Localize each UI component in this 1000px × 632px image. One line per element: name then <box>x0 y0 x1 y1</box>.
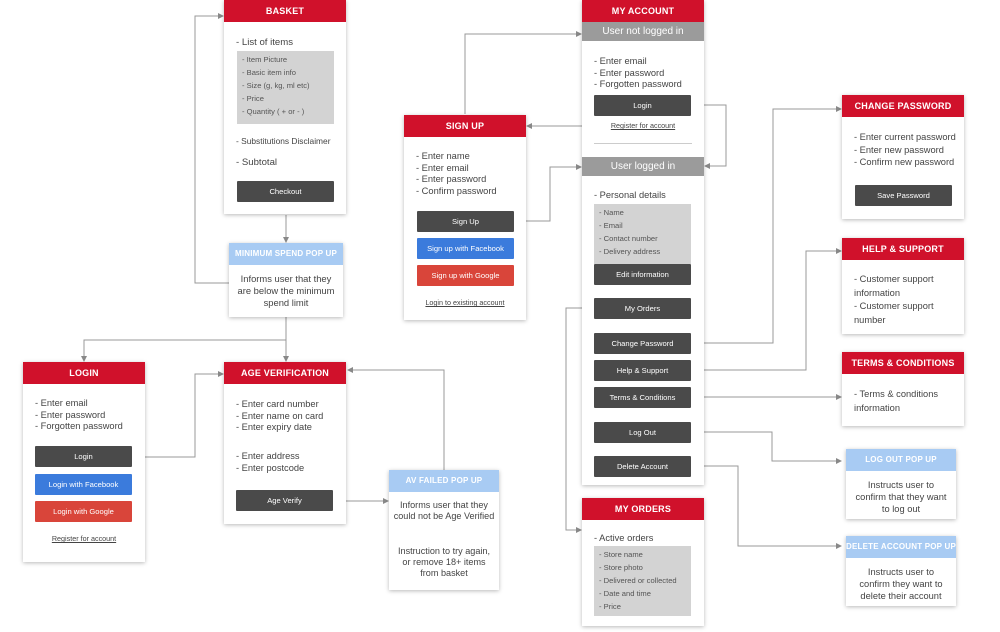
list-item: - Delivery address <box>599 247 661 256</box>
account-register-link[interactable]: Register for account <box>610 121 676 130</box>
min-spend-popup-card: MINIMUM SPEND POP UP Informs user that t… <box>229 243 343 317</box>
age-address-fields: - Enter address - Enter postcode <box>236 451 305 473</box>
login-fields: - Enter email - Enter password - Forgott… <box>35 398 123 431</box>
login-facebook-button[interactable]: Login with Facebook <box>35 474 132 495</box>
list-item: - Basic item info <box>242 68 297 77</box>
connector-delete <box>691 465 842 549</box>
delete-account-popup-title: DELETE ACCOUNT POP UP <box>846 536 956 558</box>
age-verification-card: AGE VERIFICATION - Enter card number - E… <box>224 362 346 524</box>
terms-conditions-button[interactable]: Terms & Conditions <box>594 387 691 408</box>
basket-item-list: - Item Picture - Basic item info - Size … <box>237 51 334 124</box>
connector-signup-btn-to-logged <box>514 164 582 222</box>
list-item: - Item Picture <box>242 55 288 64</box>
list-item: - Delivered or collected <box>599 576 677 585</box>
account-login-button[interactable]: Login <box>594 95 691 116</box>
connector-help <box>691 248 842 371</box>
av-failed-instruction: Instruction to try again, or remove 18+ … <box>398 546 490 578</box>
av-failed-popup-card: AV FAILED POP UP Informs user that they … <box>389 470 499 590</box>
user-not-logged-in-header: User not logged in <box>582 22 704 41</box>
change-password-card: CHANGE PASSWORD - Enter current password… <box>842 95 964 219</box>
connector-login-to-age <box>133 371 224 458</box>
basket-disclaimer: - Substitutions Disclaimer <box>236 136 331 146</box>
list-item: - Date and time <box>599 589 651 598</box>
login-card: LOGIN - Enter email - Enter password - F… <box>23 362 145 562</box>
checkout-button[interactable]: Checkout <box>237 181 334 202</box>
my-orders-card: MY ORDERS - Active orders - Store name -… <box>582 498 704 626</box>
delete-account-popup-body: Instructs user to confirm they want to d… <box>859 567 943 601</box>
help-support-button[interactable]: Help & Support <box>594 360 691 381</box>
basket-list-label: - List of items <box>236 37 294 48</box>
delete-account-popup-card: DELETE ACCOUNT POP UP Instructs user to … <box>846 536 956 606</box>
log-out-popup-title: LOG OUT POP UP <box>846 449 956 471</box>
divider <box>594 143 692 144</box>
connector-login-to-logged <box>691 104 727 169</box>
signup-google-button[interactable]: Sign up with Google <box>417 265 514 286</box>
log-out-popup-body: Instructs user to confirm that they want… <box>855 480 947 514</box>
account-login-fields: - Enter email - Enter password - Forgott… <box>594 56 682 89</box>
signup-title: SIGN UP <box>404 115 526 137</box>
connector-logout <box>691 431 842 464</box>
personal-details-label: - Personal details <box>594 190 666 200</box>
my-account-title: MY ACCOUNT <box>582 0 704 22</box>
change-password-title: CHANGE PASSWORD <box>842 95 964 117</box>
min-spend-popup-title: MINIMUM SPEND POP UP <box>229 243 343 265</box>
terms-conditions-body: - Terms & conditions information <box>854 389 939 413</box>
login-title: LOGIN <box>23 362 145 384</box>
login-button[interactable]: Login <box>35 446 132 467</box>
age-card-fields: - Enter card number - Enter name on card… <box>236 399 324 432</box>
basket-subtotal: - Subtotal <box>236 157 278 168</box>
delete-account-button[interactable]: Delete Account <box>594 456 691 477</box>
login-existing-link[interactable]: Login to existing account <box>425 298 505 307</box>
terms-conditions-card: TERMS & CONDITIONS - Terms & conditions … <box>842 352 964 426</box>
help-support-card: HELP & SUPPORT - Customer support inform… <box>842 238 964 334</box>
min-spend-popup-body: Informs user that they are below the min… <box>237 273 335 308</box>
list-item: - Store name <box>599 550 643 559</box>
basket-title: BASKET <box>224 0 346 22</box>
help-support-body: - Customer support information - Custome… <box>854 274 934 325</box>
signup-facebook-button[interactable]: Sign up with Facebook <box>417 238 514 259</box>
list-item: - Store photo <box>599 563 643 572</box>
list-item: - Email <box>599 221 623 230</box>
connector-signup-to-account <box>464 31 582 114</box>
list-item: - Name <box>599 208 624 217</box>
av-failed-popup-title: AV FAILED POP UP <box>389 470 499 492</box>
my-orders-title: MY ORDERS <box>582 498 704 520</box>
edit-information-button[interactable]: Edit information <box>594 264 691 285</box>
list-item: - Quantity ( + or - ) <box>242 107 305 116</box>
register-link[interactable]: Register for account <box>51 534 117 543</box>
login-google-button[interactable]: Login with Google <box>35 501 132 522</box>
age-verification-title: AGE VERIFICATION <box>224 362 346 384</box>
personal-details-list: - Name - Email - Contact number - Delive… <box>594 204 691 264</box>
active-orders-list: - Store name - Store photo - Delivered o… <box>594 546 691 616</box>
terms-conditions-title: TERMS & CONDITIONS <box>842 352 964 374</box>
connector-orders-to-myorders <box>565 307 594 533</box>
basket-card: BASKET - List of items - Item Picture - … <box>224 0 346 214</box>
active-orders-label: - Active orders <box>594 533 654 543</box>
connector-minspend-to-login <box>81 316 287 362</box>
signup-button[interactable]: Sign Up <box>417 211 514 232</box>
list-item: - Price <box>599 602 621 611</box>
log-out-button[interactable]: Log Out <box>594 422 691 443</box>
list-item: - Size (g, kg, ml etc) <box>242 81 310 90</box>
signup-fields: - Enter name - Enter email - Enter passw… <box>416 151 497 196</box>
change-password-button[interactable]: Change Password <box>594 333 691 354</box>
save-password-button[interactable]: Save Password <box>855 185 952 206</box>
connector-changepw <box>691 106 842 344</box>
change-password-fields: - Enter current password - Enter new pas… <box>854 132 956 167</box>
age-verify-button[interactable]: Age Verify <box>236 490 333 511</box>
list-item: - Price <box>242 94 264 103</box>
log-out-popup-card: LOG OUT POP UP Instructs user to confirm… <box>846 449 956 519</box>
my-orders-button[interactable]: My Orders <box>594 298 691 319</box>
my-account-card: MY ACCOUNT User not logged in - Enter em… <box>582 0 704 485</box>
list-item: - Contact number <box>599 234 658 243</box>
av-failed-info: Informs user that they could not be Age … <box>393 500 495 521</box>
help-support-title: HELP & SUPPORT <box>842 238 964 260</box>
user-logged-in-header: User logged in <box>582 157 704 176</box>
connector-avfailed-to-age <box>347 367 445 470</box>
connector-minspend-to-basket <box>194 13 229 284</box>
signup-card: SIGN UP - Enter name - Enter email - Ent… <box>404 115 526 320</box>
